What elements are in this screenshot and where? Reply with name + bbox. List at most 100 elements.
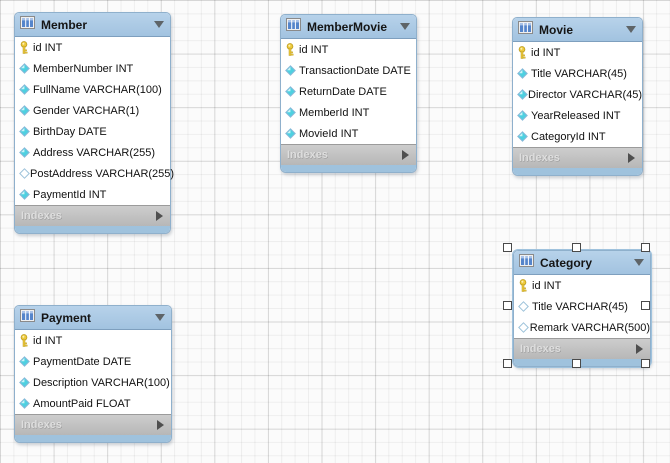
key-icon: [517, 46, 531, 59]
column-row[interactable]: AmountPaid FLOAT: [15, 393, 171, 414]
table-grid-icon: [519, 253, 534, 272]
table-header[interactable]: MemberMovie: [281, 15, 416, 39]
expand-right-icon[interactable]: [157, 420, 164, 430]
table-title: Payment: [41, 310, 92, 325]
indexes-label: Indexes: [287, 149, 328, 161]
selection-handle-ne[interactable]: [641, 243, 650, 252]
column-row[interactable]: id INT: [513, 42, 642, 63]
selection-box: [503, 243, 650, 368]
column-row[interactable]: Director VARCHAR(45): [513, 84, 642, 105]
table-title: Member: [41, 17, 88, 32]
column-row[interactable]: MemberId INT: [281, 102, 416, 123]
column-row[interactable]: Remark VARCHAR(500): [514, 317, 650, 338]
table-bottom-strip: [281, 165, 416, 172]
column-row[interactable]: MovieId INT: [281, 123, 416, 144]
chevron-down-icon[interactable]: [634, 259, 644, 266]
indexes-bar[interactable]: Indexes: [514, 338, 650, 359]
column-row[interactable]: ReturnDate DATE: [281, 81, 416, 102]
column-row[interactable]: id INT: [15, 37, 170, 58]
selection-handle-sw[interactable]: [503, 359, 512, 368]
diamond-filled-icon: [19, 63, 33, 74]
column-label: MemberNumber INT: [33, 62, 134, 75]
column-label: AmountPaid FLOAT: [33, 397, 131, 410]
column-row[interactable]: Gender VARCHAR(1): [15, 100, 170, 121]
table-node-category[interactable]: Category id INT Title VARCHAR(45) Remark: [512, 249, 652, 368]
indexes-bar[interactable]: Indexes: [513, 147, 642, 168]
table-node-movie[interactable]: Movie id INT Title VARCHAR(45): [512, 17, 643, 176]
diamond-filled-icon: [19, 126, 33, 137]
chevron-down-icon[interactable]: [155, 314, 165, 321]
column-row[interactable]: Title VARCHAR(45): [513, 63, 642, 84]
selection-handle-n[interactable]: [572, 243, 581, 252]
indexes-label: Indexes: [520, 343, 561, 355]
column-row[interactable]: PaymentDate DATE: [15, 351, 171, 372]
table-node-payment[interactable]: Payment id INT PaymentDate DATE: [14, 305, 172, 443]
diamond-filled-icon: [517, 89, 528, 100]
column-label: PostAddress VARCHAR(255): [30, 167, 175, 180]
indexes-bar[interactable]: Indexes: [15, 205, 170, 226]
column-row[interactable]: Address VARCHAR(255): [15, 142, 170, 163]
indexes-label: Indexes: [519, 152, 560, 164]
column-label: Remark VARCHAR(500): [529, 321, 650, 334]
column-row[interactable]: TransactionDate DATE: [281, 60, 416, 81]
column-row[interactable]: Description VARCHAR(100): [15, 372, 171, 393]
diamond-filled-icon: [285, 128, 299, 139]
table-header[interactable]: Movie: [513, 18, 642, 42]
diamond-filled-icon: [517, 131, 531, 142]
chevron-down-icon[interactable]: [400, 23, 410, 30]
column-row[interactable]: id INT: [281, 39, 416, 60]
key-icon: [19, 41, 33, 54]
expand-right-icon[interactable]: [636, 344, 643, 354]
column-row[interactable]: CategoryId INT: [513, 126, 642, 147]
column-row[interactable]: MemberNumber INT: [15, 58, 170, 79]
expand-right-icon[interactable]: [156, 211, 163, 221]
diamond-outline-icon: [19, 168, 30, 179]
chevron-down-icon[interactable]: [626, 26, 636, 33]
chevron-down-icon[interactable]: [154, 21, 164, 28]
diamond-filled-icon: [19, 105, 33, 116]
table-grid-icon: [518, 20, 533, 39]
column-row[interactable]: PaymentId INT: [15, 184, 170, 205]
indexes-label: Indexes: [21, 419, 62, 431]
table-node-member[interactable]: Member id INT MemberNumber INT: [14, 12, 174, 234]
column-label: BirthDay DATE: [33, 125, 107, 138]
column-row[interactable]: YearReleased INT: [513, 105, 642, 126]
column-row[interactable]: Title VARCHAR(45): [514, 296, 650, 317]
column-row[interactable]: id INT: [514, 275, 650, 296]
indexes-label: Indexes: [21, 210, 62, 222]
diamond-filled-icon: [19, 84, 33, 95]
column-label: Title VARCHAR(45): [532, 300, 628, 313]
table-header[interactable]: Category: [514, 251, 650, 275]
selection-handle-w[interactable]: [503, 301, 512, 310]
column-label: id INT: [33, 41, 63, 54]
column-label: id INT: [532, 279, 562, 292]
column-row[interactable]: FullName VARCHAR(100): [15, 79, 170, 100]
diamond-filled-icon: [285, 107, 299, 118]
table-bottom-strip: [15, 226, 170, 233]
diamond-filled-icon: [19, 377, 33, 388]
table-title: Movie: [539, 22, 574, 37]
indexes-bar[interactable]: Indexes: [281, 144, 416, 165]
selection-handle-s[interactable]: [572, 359, 581, 368]
column-label: PaymentDate DATE: [33, 355, 132, 368]
column-label: Address VARCHAR(255): [33, 146, 156, 159]
selection-handle-nw[interactable]: [503, 243, 512, 252]
expand-right-icon[interactable]: [402, 150, 409, 160]
expand-right-icon[interactable]: [628, 153, 635, 163]
table-header[interactable]: Member: [15, 13, 170, 37]
indexes-bar[interactable]: Indexes: [15, 414, 171, 435]
key-icon: [19, 334, 33, 347]
column-label: FullName VARCHAR(100): [33, 83, 162, 96]
column-row[interactable]: BirthDay DATE: [15, 121, 170, 142]
selection-handle-e[interactable]: [641, 301, 650, 310]
table-header[interactable]: Payment: [15, 306, 171, 330]
column-label: id INT: [33, 334, 63, 347]
table-node-membermovie[interactable]: MemberMovie id INT TransactionDate DATE: [280, 14, 417, 173]
column-label: Description VARCHAR(100): [33, 376, 170, 389]
selection-handle-se[interactable]: [641, 359, 650, 368]
column-label: ReturnDate DATE: [299, 85, 387, 98]
column-row[interactable]: PostAddress VARCHAR(255): [15, 163, 174, 184]
column-list: id INT Title VARCHAR(45) Director VARCHA…: [513, 42, 642, 147]
column-row[interactable]: id INT: [15, 330, 171, 351]
